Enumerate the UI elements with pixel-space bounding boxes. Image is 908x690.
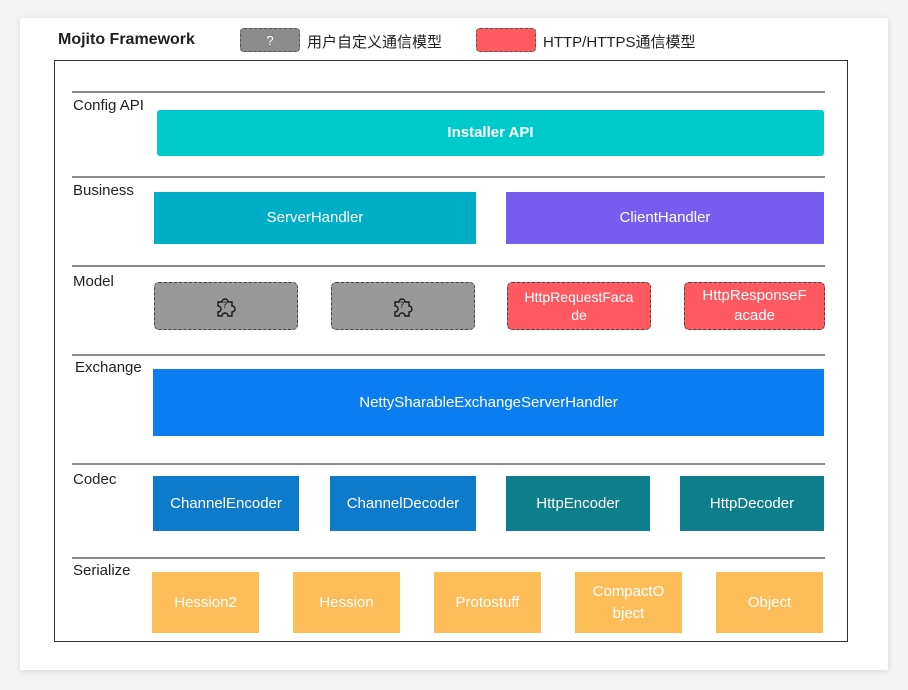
protostuff-block: Protostuff: [434, 572, 541, 633]
object-label: Object: [747, 593, 792, 611]
http-response-facade-label: HttpResponseF acade: [702, 287, 807, 324]
layer-divider-config: [72, 91, 825, 93]
channel-decoder-block: ChannelDecoder: [330, 476, 476, 531]
layer-label-model: Model: [73, 273, 114, 290]
installer-api-block: Installer API: [157, 110, 824, 156]
client-handler-label: ClientHandler: [619, 209, 711, 226]
channel-encoder-label: ChannelEncoder: [170, 494, 282, 512]
layer-divider-serialize: [72, 557, 825, 559]
protostuff-label: Protostuff: [455, 593, 520, 611]
diagram-title: Mojito Framework: [58, 31, 195, 48]
legend-swatch-custom-text: ?: [266, 32, 274, 48]
framework-frame: [54, 60, 848, 642]
hession2-label: Hession2: [174, 593, 237, 611]
http-response-facade-block: HttpResponseF acade: [684, 282, 825, 330]
legend-label-http: HTTP/HTTPS通信模型: [543, 34, 696, 51]
exchange-handler-label: NettySharableExchangeServerHandler: [359, 393, 618, 411]
layer-divider-exchange: [72, 354, 825, 356]
compact-object-label: CompactO bject: [592, 582, 665, 622]
layer-label-business: Business: [73, 182, 134, 199]
svg-text:?: ?: [223, 301, 228, 311]
channel-decoder-label: ChannelDecoder: [346, 494, 460, 512]
puzzle-icon: ?: [217, 298, 236, 317]
layer-divider-model: [72, 265, 825, 267]
layer-divider-codec: [72, 463, 825, 465]
layer-label-codec: Codec: [73, 471, 117, 488]
puzzle-icon: ?: [394, 298, 413, 317]
hession2-block: Hession2: [152, 572, 259, 633]
object-block: Object: [716, 572, 823, 633]
legend-swatch-custom: ?: [240, 28, 300, 52]
layer-divider-business: [72, 176, 825, 178]
hession-block: Hession: [293, 572, 400, 633]
layer-label-config: Config API: [73, 97, 144, 114]
legend-label-custom: 用户自定义通信模型: [307, 34, 443, 51]
http-request-facade-block: HttpRequestFaca de: [507, 282, 651, 330]
http-request-facade-label: HttpRequestFaca de: [524, 289, 634, 323]
layer-label-exchange: Exchange: [75, 359, 142, 376]
server-handler-label: ServerHandler: [266, 209, 364, 226]
hession-label: Hession: [319, 593, 374, 611]
http-encoder-block: HttpEncoder: [506, 476, 650, 531]
custom-model-block-2: ?: [331, 282, 475, 330]
svg-text:?: ?: [400, 301, 405, 311]
exchange-handler-block: NettySharableExchangeServerHandler: [153, 369, 824, 436]
server-handler-block: ServerHandler: [154, 192, 476, 244]
channel-encoder-block: ChannelEncoder: [153, 476, 299, 531]
installer-api-label: Installer API: [447, 124, 534, 141]
custom-model-block-1: ?: [154, 282, 298, 330]
http-encoder-label: HttpEncoder: [536, 494, 620, 512]
compact-object-block: CompactO bject: [575, 572, 682, 633]
http-decoder-block: HttpDecoder: [680, 476, 824, 531]
layer-label-serialize: Serialize: [73, 562, 131, 579]
client-handler-block: ClientHandler: [506, 192, 824, 244]
http-decoder-label: HttpDecoder: [709, 494, 795, 512]
legend-swatch-http: [476, 28, 536, 52]
